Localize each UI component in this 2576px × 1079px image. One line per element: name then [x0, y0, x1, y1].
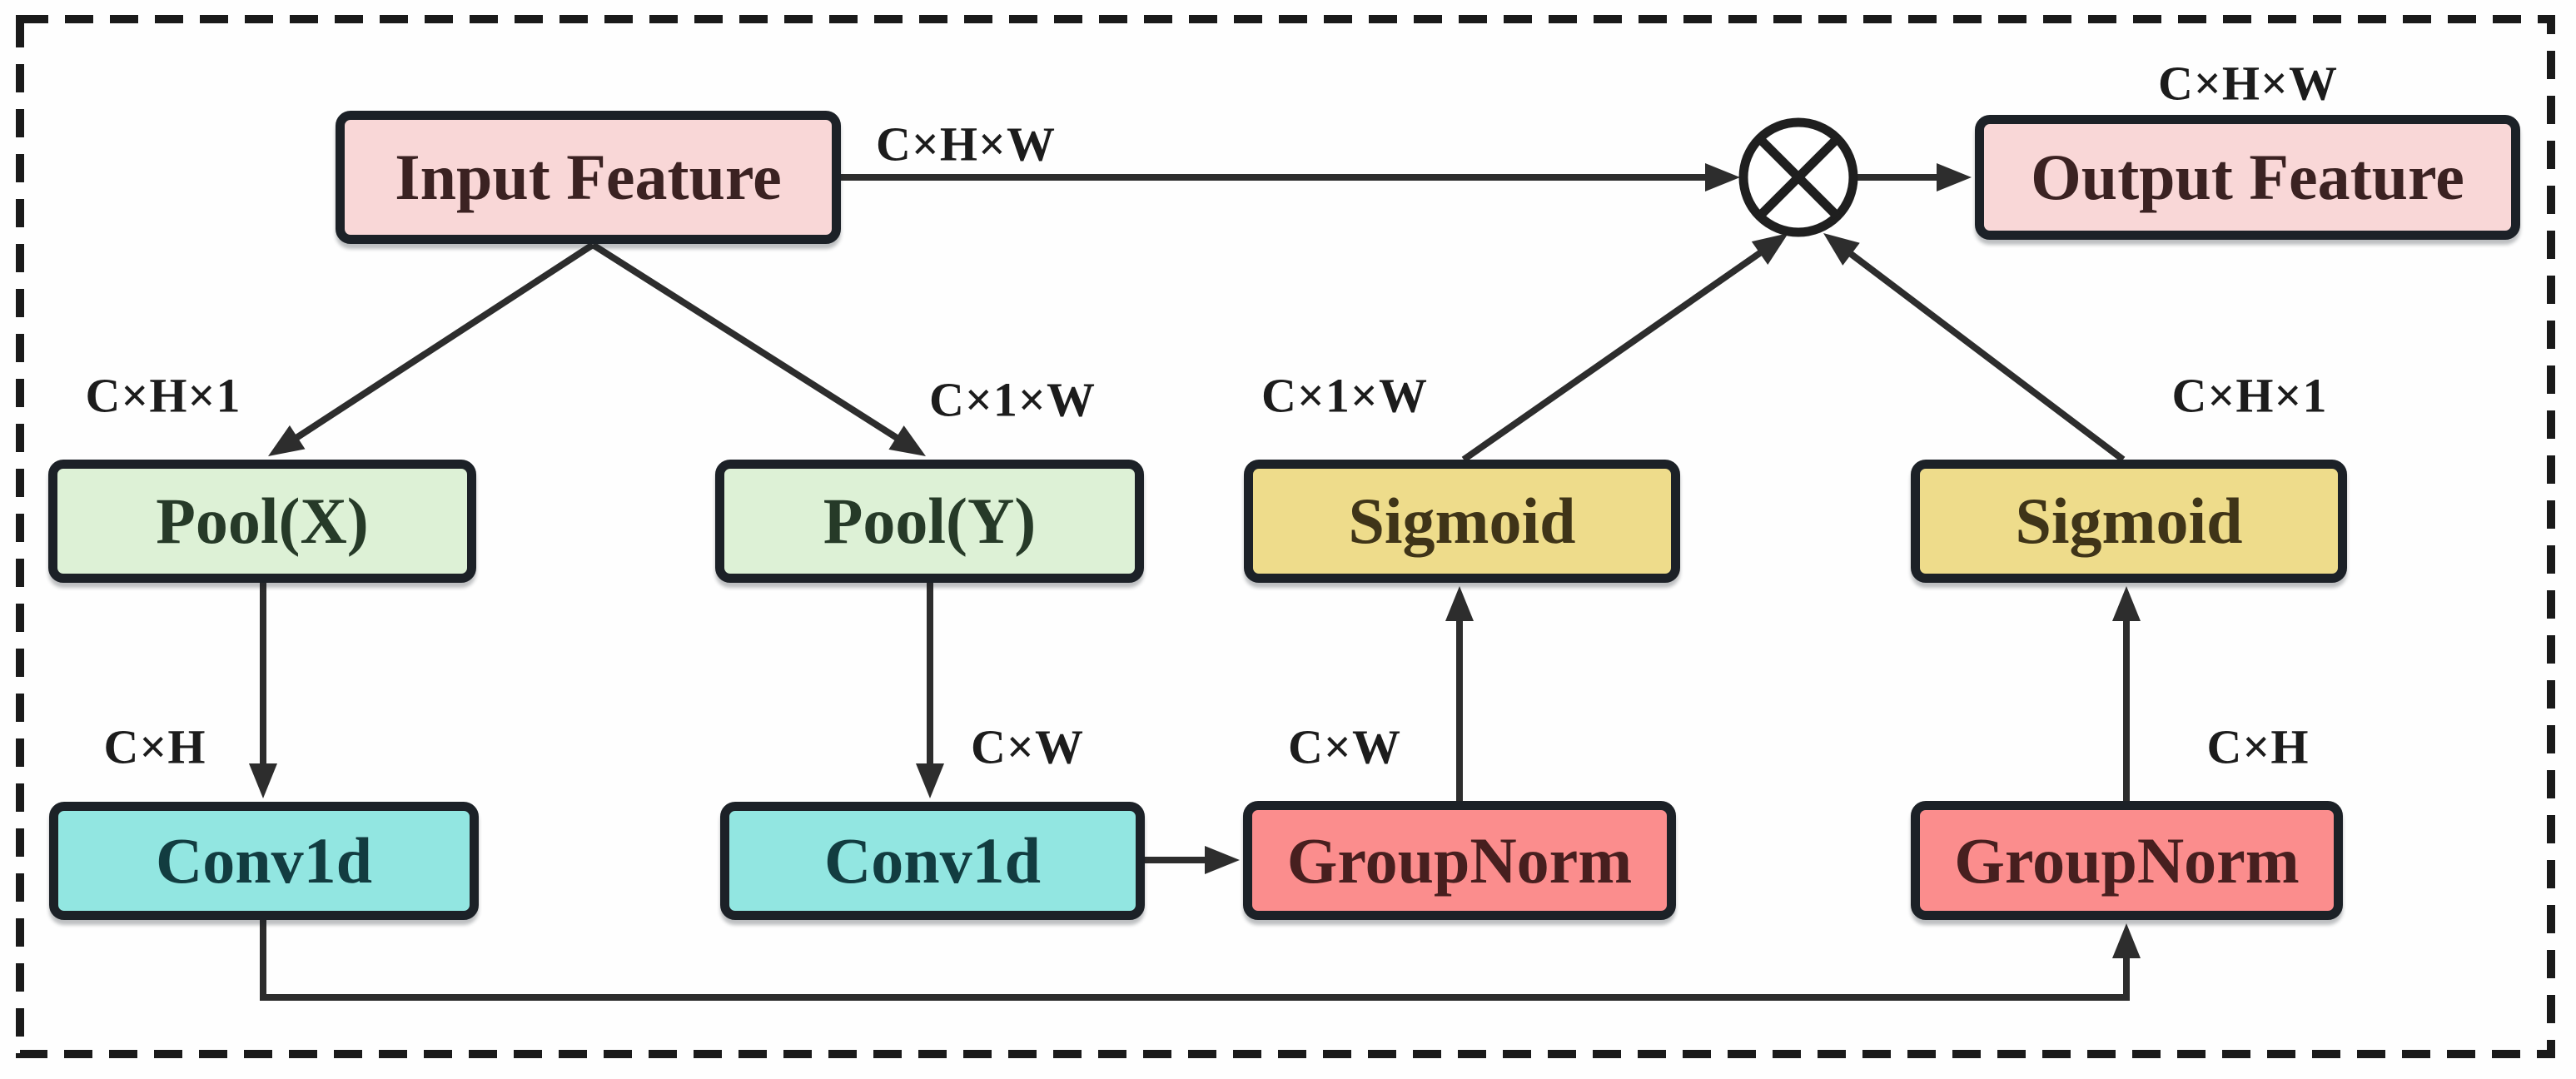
- arrowhead-icon: [1705, 163, 1740, 191]
- edge-input-to-pool-y: [590, 241, 903, 444]
- arrowhead-icon: [1205, 846, 1240, 874]
- arrowhead-icon: [249, 763, 277, 798]
- dim-label: C×H: [103, 719, 206, 774]
- edge-sigmoid-1-to-multiply: [1461, 247, 1766, 463]
- arrowhead-icon: [268, 425, 306, 456]
- node-input-feature: Input Feature: [336, 111, 841, 244]
- arrowhead-icon: [2112, 586, 2141, 621]
- dim-label: C×H×1: [2171, 368, 2328, 423]
- dim-label: C×W: [971, 719, 1084, 774]
- node-conv1d-2: Conv1d: [720, 802, 1145, 920]
- edge-conv1d-1-to-groupnorm-2: [260, 920, 2130, 1001]
- arrowhead-icon: [1937, 163, 1972, 191]
- arrowhead-icon: [1823, 233, 1860, 266]
- node-pool-x: Pool(X): [48, 460, 476, 583]
- arrowhead-icon: [1445, 586, 1474, 621]
- arrowhead-icon: [916, 763, 944, 798]
- node-sigmoid-1: Sigmoid: [1244, 460, 1680, 583]
- node-output-feature: Output Feature: [1975, 115, 2520, 240]
- diagram-border: [16, 15, 2555, 1058]
- dim-label: C×W: [1288, 719, 1401, 774]
- arrowhead-icon: [2112, 923, 2141, 958]
- arrowhead-icon: [1751, 233, 1788, 265]
- dim-label: C×1×W: [929, 372, 1096, 427]
- node-sigmoid-2: Sigmoid: [1911, 460, 2347, 583]
- dim-label: C×H: [2206, 719, 2310, 774]
- multiply-icon: [1738, 117, 1858, 237]
- edge-input-to-pool-x: [291, 241, 595, 443]
- dim-label: C×H×W: [2157, 56, 2339, 111]
- dim-label: C×H×1: [85, 368, 241, 423]
- dim-label: C×H×W: [875, 117, 1057, 172]
- node-pool-y: Pool(Y): [715, 460, 1144, 583]
- node-groupnorm-2: GroupNorm: [1911, 801, 2343, 920]
- edge-sigmoid-2-to-multiply: [1845, 248, 2126, 463]
- arrowhead-icon: [888, 425, 926, 456]
- dim-label: C×1×W: [1261, 368, 1428, 423]
- node-conv1d-1: Conv1d: [49, 802, 479, 920]
- node-groupnorm-1: GroupNorm: [1243, 801, 1676, 920]
